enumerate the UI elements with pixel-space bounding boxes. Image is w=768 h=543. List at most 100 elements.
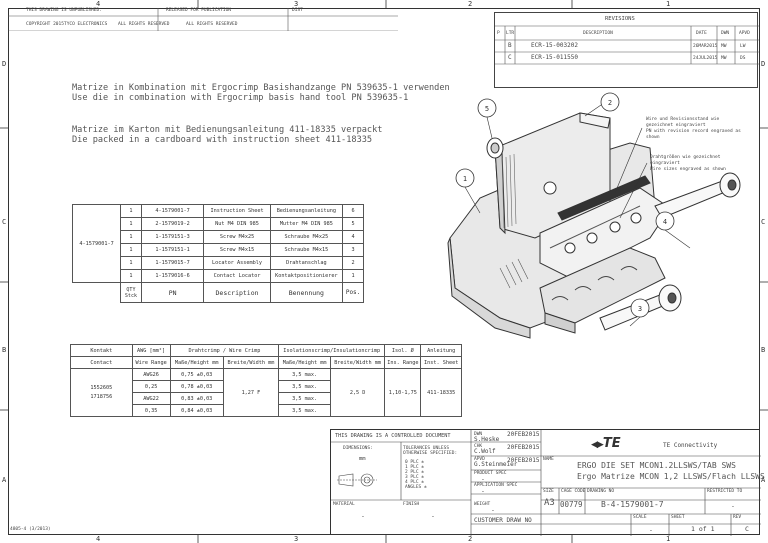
zone-bot-2: 2 bbox=[468, 535, 473, 543]
bom-r5-desc: Locator Assembly bbox=[203, 256, 271, 270]
wt-s-irange: Ins. Range bbox=[384, 356, 422, 369]
tb-weight: WEIGHT bbox=[474, 502, 491, 507]
zone-left-d: D bbox=[2, 60, 7, 68]
tb-sheet-label: SHEET bbox=[671, 515, 685, 520]
bom-r3-qty: 1 bbox=[120, 230, 142, 244]
bom-foot-ben: Benennung bbox=[269, 282, 344, 303]
tb-size-label: SIZE bbox=[543, 489, 554, 494]
zone-top-1: 1 bbox=[666, 0, 671, 8]
wt-h-isol: Isol. Ø bbox=[384, 344, 422, 357]
tb-dimensions: DIMENSIONS: bbox=[343, 446, 373, 451]
footer-form-number: 4805-4 (3/2013) bbox=[10, 527, 51, 532]
bom-r3-pos: 4 bbox=[342, 230, 364, 244]
wt-r4-awg: 0,35 bbox=[131, 404, 171, 417]
tb-scale-label: SCALE bbox=[633, 515, 647, 520]
bom-foot-pn: PN bbox=[140, 282, 205, 303]
zone-top-4: 4 bbox=[96, 0, 101, 8]
rev-c-dwn: MW bbox=[721, 56, 727, 61]
tb-product-spec: PRODUCT SPEC bbox=[474, 471, 507, 476]
tb-dwn-label: DWN bbox=[474, 432, 483, 437]
zone-top-2: 2 bbox=[468, 0, 473, 8]
wt-s-contact: Contact bbox=[70, 356, 133, 369]
wt-r1-awg: AWG26 bbox=[131, 368, 171, 381]
tb-customer: CUSTOMER DRAW NO bbox=[474, 517, 532, 524]
bom-r5-ben: Drahtanschlag bbox=[269, 256, 344, 270]
zone-right-b: B bbox=[761, 346, 766, 354]
note-en-2: Die packed in a cardboard with instructi… bbox=[72, 135, 373, 145]
tb-title-1: ERGO DIE SET MCON1.2LLSWS/TAB SWS bbox=[577, 461, 736, 470]
rev-b-date: 26MAR2015 bbox=[693, 44, 718, 49]
note-de-1: Matrize in Kombination mit Ergocrimp Bas… bbox=[72, 83, 450, 93]
wt-s-range: Wire Range bbox=[131, 356, 171, 369]
bom-r4-desc: Screw M4x15 bbox=[203, 243, 271, 257]
callout-2: 2 bbox=[608, 99, 612, 107]
tb-tolerances: TOLERANCES UNLESS OTHERWISE SPECIFIED: bbox=[403, 446, 458, 456]
callout-1: 1 bbox=[463, 175, 467, 183]
tb-application-spec: APPLICATION SPEC bbox=[474, 483, 518, 488]
bom-r5-qty: 1 bbox=[120, 256, 142, 270]
wire-table: Kontakt AWG [mm²] Drahtcrimp / Wire Crim… bbox=[70, 344, 462, 417]
tb-dwg-label: DRAWING NO bbox=[587, 489, 615, 494]
die-set-drawing: 1 2 3 4 5 bbox=[447, 92, 741, 339]
tb-control: THIS DRAWING IS A CONTROLLED DOCUMENT bbox=[335, 433, 451, 439]
bom-r3-pn: 1-1579151-3 bbox=[140, 230, 205, 244]
wt-s-iw: Breite/Width mm bbox=[330, 356, 386, 369]
header-unpublished: THIS DRAWING IS UNPUBLISHED. bbox=[26, 8, 102, 13]
rev-c-apvd: DS bbox=[740, 56, 746, 61]
bom-r2-pn: 2-1579019-2 bbox=[140, 217, 205, 231]
bom-r3-ben: Schraube M4x25 bbox=[269, 230, 344, 244]
callout-note-wiresize-de: Drahtgrößen wie gezeichnet eingraviert bbox=[650, 155, 721, 166]
wt-width-wire: 1,27 F bbox=[222, 368, 280, 417]
bom-r2-desc: Nut M4 DIN 985 bbox=[203, 217, 271, 231]
note-en-1: Use die in combination with Ergocrimp ba… bbox=[72, 93, 409, 103]
rev-b-apvd: LW bbox=[740, 44, 746, 49]
tb-company: TE Connectivity bbox=[663, 442, 718, 449]
wt-r3-ih: 3,5 max. bbox=[278, 392, 332, 405]
bom-r5-pn: 1-1579015-7 bbox=[140, 256, 205, 270]
bom-r4-qty: 1 bbox=[120, 243, 142, 257]
wt-h-ins: Isolationscrimp/Insulationcrimp bbox=[278, 344, 386, 357]
tb-appr-label: APVD bbox=[474, 457, 485, 462]
wt-inst-sheet: 411-18335 bbox=[420, 368, 462, 417]
tb-material: MATERIAL bbox=[333, 502, 355, 507]
bom-r6-pos: 1 bbox=[342, 269, 364, 283]
wt-r2-h: 0,78 ±0,03 bbox=[169, 380, 224, 393]
tb-rev-label: RESTRICTED TO bbox=[707, 489, 743, 494]
tb-cage-label: CAGE CODE bbox=[561, 489, 586, 494]
bom-r1-pn: 4-1579001-7 bbox=[140, 204, 205, 218]
bom-r6-desc: Contact Locator bbox=[203, 269, 271, 283]
tb-chk-label: CHK bbox=[474, 444, 483, 449]
bom-r4-pos: 3 bbox=[342, 243, 364, 257]
callout-note-engraved-en: PN with revision record engraved as show… bbox=[646, 129, 741, 140]
rev-b-dwn: MW bbox=[721, 44, 727, 49]
callout-4: 4 bbox=[663, 218, 667, 226]
header-rights: ALL RIGHTS RESERVED bbox=[118, 22, 170, 27]
projection-symbol-icon bbox=[337, 473, 377, 487]
te-logo-icon: ◀▶TE bbox=[591, 436, 621, 451]
wt-r4-ih: 3,5 max. bbox=[278, 404, 332, 417]
tb-tol-4: 4 PLC ± bbox=[405, 480, 424, 485]
wt-width-ins: 2,5 D bbox=[330, 368, 386, 417]
bom-r5-pos: 2 bbox=[342, 256, 364, 270]
tb-name-label: NAME bbox=[543, 457, 554, 462]
tb-tol-3: 3 PLC ± bbox=[405, 475, 424, 480]
bom-r4-ben: Schraube M4x15 bbox=[269, 243, 344, 257]
tb-dwn-name: S.Heske bbox=[474, 436, 500, 443]
tb-sheet: 1 of 1 bbox=[691, 525, 715, 533]
bom-r6-ben: Kontaktpositionierer bbox=[269, 269, 344, 283]
zone-right-a: A bbox=[761, 476, 766, 484]
wt-ins-range: 1,10-1,75 bbox=[384, 368, 422, 417]
bom-r6-qty: 1 bbox=[120, 269, 142, 283]
header-copyright: COPYRIGHT 2015 bbox=[26, 22, 64, 27]
callout-5: 5 bbox=[485, 105, 489, 113]
zone-top-3: 3 bbox=[294, 0, 299, 8]
wt-contacts: 1552605 1718756 bbox=[70, 368, 133, 417]
tb-unit: mm bbox=[359, 456, 366, 462]
tb-tol-list: 0 PLC ± 1 PLC ± 2 PLC ± 3 PLC ± 4 PLC ± … bbox=[405, 460, 427, 490]
wt-r2-awg: 0,25 bbox=[131, 380, 171, 393]
tb-dwn-date: 20FEB2015 bbox=[507, 431, 540, 438]
bom-r3-desc: Screw M4x25 bbox=[203, 230, 271, 244]
callout-note-engraved-de: Wire und Revisionsstand wie gezeichnet e… bbox=[646, 117, 720, 128]
wt-s-wh: Maße/Height mm bbox=[169, 356, 224, 369]
